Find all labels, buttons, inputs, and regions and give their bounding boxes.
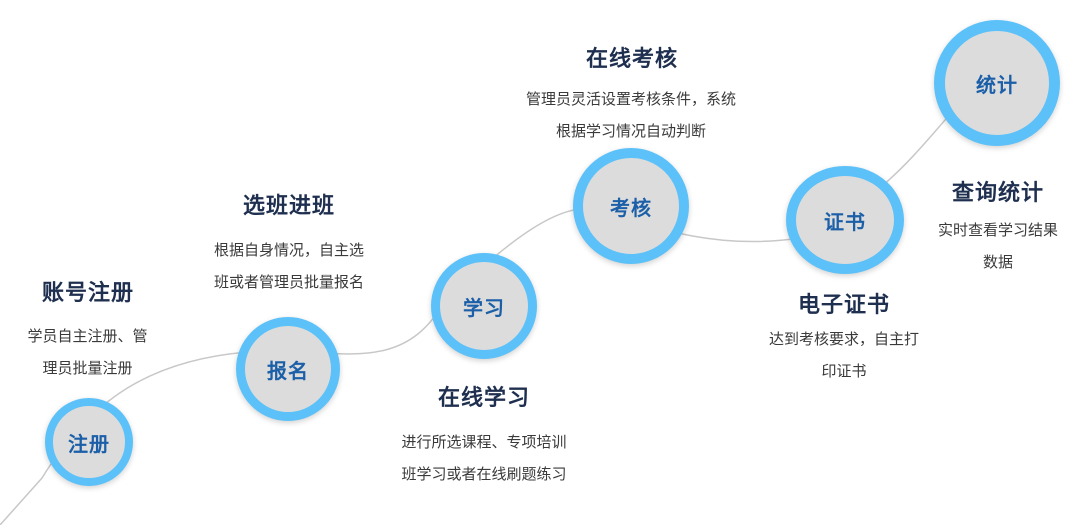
step-description: 达到考核要求，自主打 印证书 — [748, 323, 940, 387]
step-description: 实时查看学习结果 数据 — [918, 214, 1078, 278]
step-node-label: 学习 — [463, 295, 505, 320]
step-node-label: 统计 — [976, 72, 1018, 97]
desc-line: 管理员灵活设置考核条件，系统 — [525, 90, 736, 108]
step-title-class-selection: 选班进班 — [242, 194, 335, 219]
step-node-label: 证书 — [824, 209, 866, 234]
step-description: 学员自主注册、管 理员批量注册 — [5, 320, 170, 384]
desc-line: 学员自主注册、管 — [27, 327, 148, 345]
step-title-account-registration: 账号注册 — [41, 281, 134, 306]
step-node-statistics[interactable]: 统计 — [934, 20, 1060, 146]
step-node-study[interactable]: 学习 — [431, 253, 537, 359]
desc-line: 进行所选课程、专项培训 — [401, 433, 567, 451]
desc-line: 数据 — [982, 253, 1013, 271]
desc-line: 印证书 — [821, 362, 867, 380]
step-description: 进行所选课程、专项培训 班学习或者在线刷题练习 — [388, 426, 580, 490]
step-node-register[interactable]: 注册 — [45, 398, 133, 486]
desc-line: 根据学习情况自动判断 — [555, 122, 706, 140]
desc-line: 班或者管理员批量报名 — [213, 273, 364, 291]
step-title-online-assessment: 在线考核 — [585, 47, 678, 72]
step-title-e-certificate: 电子证书 — [797, 293, 890, 318]
desc-line: 班学习或者在线刷题练习 — [401, 465, 567, 483]
step-node-label: 报名 — [267, 358, 309, 383]
step-description: 根据自身情况，自主选 班或者管理员批量报名 — [194, 234, 384, 298]
step-node-assessment[interactable]: 考核 — [573, 148, 689, 264]
step-title-query-statistics: 查询统计 — [951, 181, 1044, 206]
step-node-label: 考核 — [610, 195, 652, 220]
desc-line: 达到考核要求，自主打 — [768, 330, 919, 348]
step-description: 管理员灵活设置考核条件，系统 根据学习情况自动判断 — [500, 83, 762, 147]
step-node-enroll[interactable]: 报名 — [236, 317, 340, 421]
desc-line: 理员批量注册 — [42, 359, 133, 377]
step-node-certificate[interactable]: 证书 — [786, 166, 904, 274]
step-node-label: 注册 — [68, 431, 110, 456]
step-title-online-learning: 在线学习 — [437, 386, 530, 411]
desc-line: 根据自身情况，自主选 — [213, 241, 364, 259]
desc-line: 实时查看学习结果 — [937, 221, 1058, 239]
